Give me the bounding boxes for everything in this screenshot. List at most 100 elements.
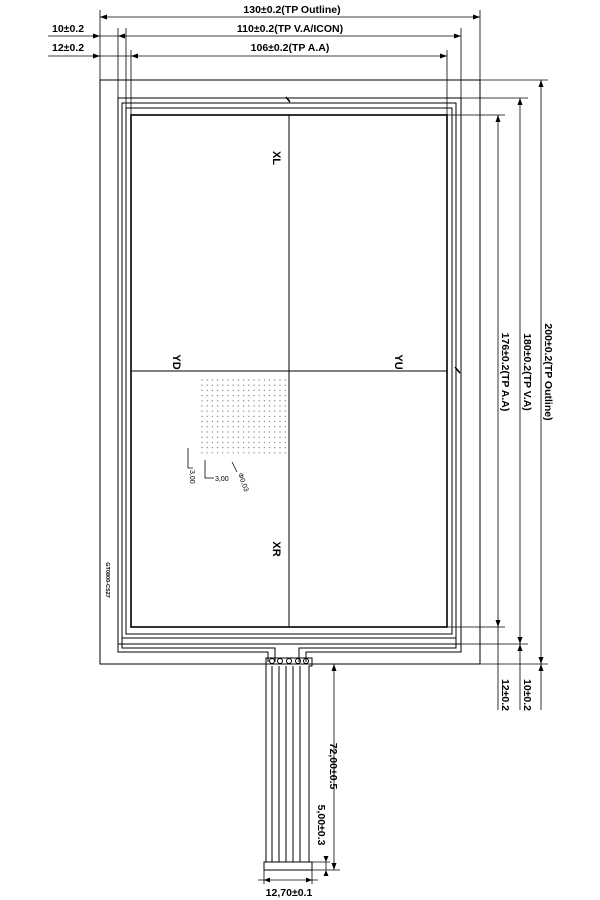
dot-pitch-vertical: 3,00 bbox=[188, 470, 195, 484]
spacer-dot bbox=[216, 436, 219, 438]
electrode-xl-label: XL bbox=[270, 151, 282, 165]
spacer-dot bbox=[268, 400, 271, 402]
spacer-dot bbox=[242, 415, 245, 418]
spacer-dot bbox=[201, 436, 203, 438]
spacer-dot bbox=[211, 410, 214, 412]
spacer-dot bbox=[201, 379, 203, 381]
spacer-dot bbox=[242, 446, 245, 449]
spacer-dot bbox=[263, 441, 266, 444]
spacer-dot bbox=[253, 405, 255, 407]
spacer-dot bbox=[258, 410, 260, 412]
trace-route-2 bbox=[121, 638, 276, 662]
trace-route-3 bbox=[305, 644, 462, 662]
spacer-dot bbox=[274, 446, 276, 449]
spacer-dot bbox=[284, 426, 286, 428]
trace-tick-right bbox=[454, 366, 461, 374]
spacer-dot bbox=[237, 400, 240, 402]
spacer-dot bbox=[232, 410, 234, 412]
spacer-dot bbox=[232, 452, 234, 454]
spacer-dot bbox=[274, 410, 276, 412]
spacer-dot bbox=[222, 415, 224, 418]
spacer-dot bbox=[216, 426, 219, 428]
spacer-dot bbox=[211, 436, 214, 438]
spacer-dot bbox=[263, 394, 266, 397]
spacer-dot bbox=[284, 436, 286, 438]
spacer-dot bbox=[237, 426, 240, 428]
spacer-dot bbox=[227, 410, 229, 412]
spacer-dot bbox=[201, 452, 203, 454]
spacer-dot bbox=[216, 389, 219, 392]
spacer-dot bbox=[248, 384, 250, 386]
spacer-dot bbox=[201, 441, 203, 444]
spacer-dot bbox=[279, 431, 281, 433]
spacer-dot bbox=[211, 431, 214, 433]
spacer-dot bbox=[268, 394, 271, 397]
spacer-dot bbox=[268, 420, 271, 423]
spacer-dot bbox=[253, 446, 255, 449]
spacer-dot bbox=[253, 441, 255, 444]
spacer-dot bbox=[242, 394, 245, 397]
spacer-dot bbox=[279, 394, 281, 397]
spacer-dot bbox=[242, 436, 245, 438]
spacer-dot bbox=[216, 394, 219, 397]
spacer-dot bbox=[206, 420, 208, 423]
spacer-dot bbox=[274, 405, 276, 407]
spacer-dot bbox=[242, 405, 245, 407]
spacer-dot bbox=[237, 431, 240, 433]
spacer-dot bbox=[222, 431, 224, 433]
spacer-dot bbox=[274, 436, 276, 438]
spacer-dot bbox=[206, 389, 208, 392]
spacer-dot bbox=[258, 436, 260, 438]
spacer-dot bbox=[268, 426, 271, 428]
spacer-dot bbox=[227, 400, 229, 402]
spacer-dot bbox=[248, 405, 250, 407]
spacer-dot bbox=[279, 420, 281, 423]
spacer-dot bbox=[222, 394, 224, 397]
spacer-dot bbox=[279, 415, 281, 418]
spacer-dot bbox=[211, 441, 214, 444]
spacer-dot bbox=[279, 436, 281, 438]
spacer-dot bbox=[222, 426, 224, 428]
spacer-dot bbox=[274, 426, 276, 428]
trace-inner bbox=[125, 107, 453, 635]
spacer-dot bbox=[222, 384, 224, 386]
spacer-dot bbox=[227, 436, 229, 438]
spacer-dot bbox=[232, 400, 234, 402]
spacer-dot bbox=[284, 410, 286, 412]
spacer-dot bbox=[232, 426, 234, 428]
aa-height-label: 176±0.2(TP A.A) bbox=[499, 333, 511, 412]
spacer-dot bbox=[237, 441, 240, 444]
spacer-dot bbox=[227, 452, 229, 454]
spacer-dot bbox=[237, 415, 240, 418]
outline-width-label: 130±0.2(TP Outline) bbox=[243, 4, 340, 16]
spacer-dot bbox=[279, 379, 281, 381]
electrode-xr-label: XR bbox=[270, 541, 282, 556]
spacer-dot bbox=[268, 389, 271, 392]
spacer-dot bbox=[274, 420, 276, 423]
left-offset-inner-label: 12±0.2 bbox=[52, 42, 84, 54]
spacer-dot bbox=[258, 415, 260, 418]
spacer-dot bbox=[284, 405, 286, 407]
spacer-dot bbox=[274, 415, 276, 418]
spacer-dot bbox=[201, 384, 203, 386]
spacer-dot bbox=[263, 379, 266, 381]
spacer-dot bbox=[206, 431, 208, 433]
spacer-dot bbox=[274, 441, 276, 444]
spacer-dot bbox=[274, 431, 276, 433]
spacer-dot bbox=[279, 452, 281, 454]
spacer-dot bbox=[242, 379, 245, 381]
spacer-dot bbox=[263, 446, 266, 449]
spacer-dot bbox=[258, 394, 260, 397]
spacer-dot bbox=[248, 452, 250, 454]
spacer-dot bbox=[237, 410, 240, 412]
spacer-dot bbox=[237, 389, 240, 392]
spacer-dot bbox=[232, 415, 234, 418]
spacer-dot bbox=[263, 410, 266, 412]
spacer-dot bbox=[268, 405, 271, 407]
spacer-dot bbox=[263, 400, 266, 402]
spacer-dot bbox=[248, 415, 250, 418]
dot-diameter: Φ0,03 bbox=[236, 472, 249, 493]
electrode-yd-label: YD bbox=[170, 354, 182, 369]
spacer-dot bbox=[279, 384, 281, 386]
spacer-dot bbox=[248, 431, 250, 433]
